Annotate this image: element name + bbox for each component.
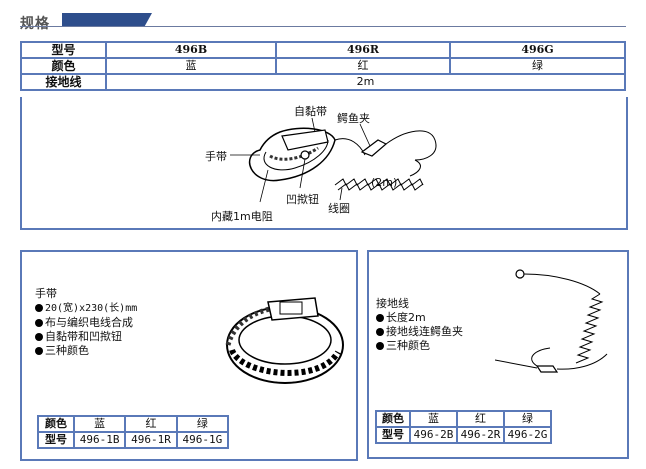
wristband-feature-1: 20(宽)x230(长)mm bbox=[35, 301, 137, 316]
spec-color-r: 红 bbox=[275, 57, 451, 75]
spec-model-g: 496G bbox=[449, 41, 626, 59]
label-alligator-clip: 鳄鱼夹 bbox=[337, 112, 370, 125]
ground-feature-2: 接地线连鳄鱼夹 bbox=[376, 325, 463, 339]
wristband-assembly-drawing bbox=[230, 117, 437, 203]
bullet-icon bbox=[376, 314, 384, 322]
label-length: (2m) bbox=[371, 176, 398, 189]
wristband-model-b: 496-1B bbox=[72, 431, 127, 449]
bullet-icon bbox=[376, 328, 384, 336]
ground-color-r: 红 bbox=[456, 410, 505, 428]
label-snap-button: 凹揿钮 bbox=[286, 193, 319, 206]
wristband-drawing bbox=[225, 297, 344, 384]
bullet-icon bbox=[35, 347, 43, 355]
ground-wire-info: 接地线 长度2m 接地线连鳄鱼夹 三种颜色 bbox=[376, 297, 463, 353]
ground-wire-title: 接地线 bbox=[376, 297, 409, 310]
ground-model-r: 496-2R bbox=[456, 426, 505, 444]
diagram-area bbox=[20, 97, 628, 230]
spec-color-b: 蓝 bbox=[105, 57, 277, 75]
ground-wire-table: 颜色 蓝 红 绿 型号 496-2B 496-2R 496-2G bbox=[375, 410, 552, 444]
ground-wire-drawing bbox=[495, 269, 608, 373]
spec-label-ground: 接地线 bbox=[20, 73, 107, 91]
label-resistor: 内藏1m电阻 bbox=[211, 210, 273, 223]
header-divider bbox=[20, 26, 626, 27]
wristband-feature-2: 布与编织电线合成 bbox=[35, 316, 137, 330]
bullet-icon bbox=[35, 333, 43, 341]
wristband-color-b: 蓝 bbox=[72, 415, 127, 433]
wristband-table-label-color: 颜色 bbox=[37, 415, 75, 433]
spec-row-ground: 接地线 2m bbox=[20, 73, 626, 91]
spec-row-model: 型号 496B 496R 496G bbox=[20, 41, 626, 59]
wristband-model-g: 496-1G bbox=[175, 431, 230, 449]
ground-model-b: 496-2B bbox=[409, 426, 458, 444]
wristband-table-label-model: 型号 bbox=[37, 431, 75, 449]
label-self-adhesive: 自黏带 bbox=[294, 105, 327, 118]
spec-color-g: 绿 bbox=[449, 57, 626, 75]
wristband-title: 手带 bbox=[35, 287, 57, 300]
bullet-icon bbox=[35, 319, 43, 327]
bullet-icon bbox=[35, 304, 43, 312]
section-title: 规格 bbox=[20, 16, 50, 32]
ground-feature-1: 长度2m bbox=[376, 311, 463, 325]
spec-row-color: 颜色 蓝 红 绿 bbox=[20, 57, 626, 75]
spec-model-b: 496B bbox=[105, 41, 277, 59]
ground-color-g: 绿 bbox=[503, 410, 552, 428]
bullet-icon bbox=[376, 342, 384, 350]
wristband-feature-4: 三种颜色 bbox=[35, 344, 137, 358]
ground-model-g: 496-2G bbox=[503, 426, 552, 444]
wristband-table: 颜色 蓝 红 绿 型号 496-1B 496-1R 496-1G bbox=[37, 415, 230, 449]
label-coil: 线圈 bbox=[328, 202, 350, 215]
label-wristband: 手带 bbox=[205, 150, 227, 163]
wristband-model-r: 496-1R bbox=[124, 431, 178, 449]
spec-table: 型号 496B 496R 496G 颜色 蓝 红 绿 接地线 2m bbox=[20, 41, 626, 91]
title-accent-bar bbox=[62, 13, 152, 26]
wristband-info: 手带 20(宽)x230(长)mm 布与编织电线合成 自黏带和凹揿钮 三种颜色 bbox=[35, 287, 137, 358]
wristband-color-g: 绿 bbox=[175, 415, 230, 433]
ground-table-label-color: 颜色 bbox=[375, 410, 411, 428]
ground-color-b: 蓝 bbox=[409, 410, 458, 428]
spec-label-model: 型号 bbox=[20, 41, 107, 59]
spec-model-r: 496R bbox=[275, 41, 451, 59]
wristband-feature-3: 自黏带和凹揿钮 bbox=[35, 330, 137, 344]
spec-label-color: 颜色 bbox=[20, 57, 107, 75]
ground-table-label-model: 型号 bbox=[375, 426, 411, 444]
spec-ground-value: 2m bbox=[105, 73, 626, 91]
ground-feature-3: 三种颜色 bbox=[376, 339, 463, 353]
wristband-color-r: 红 bbox=[124, 415, 178, 433]
